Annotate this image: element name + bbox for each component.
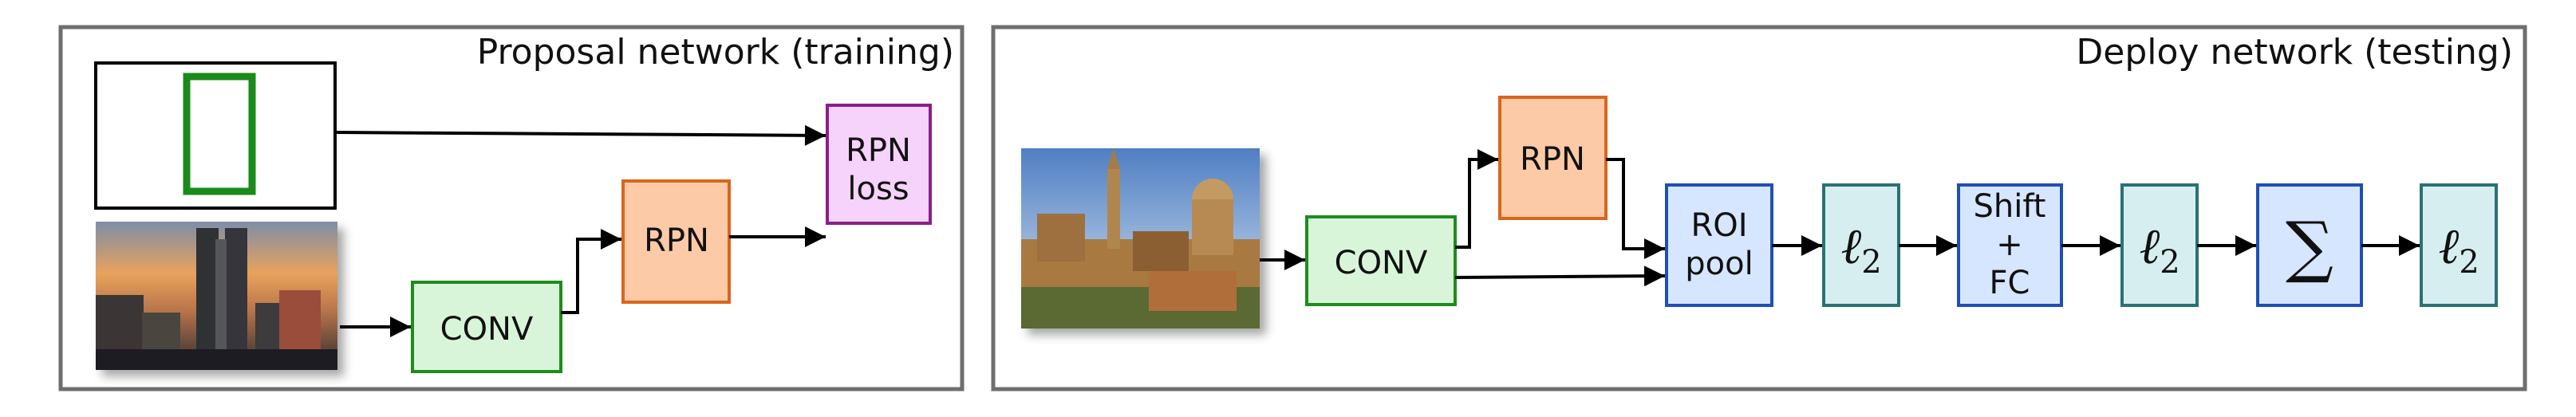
proposal-panel-title: Proposal network (training) bbox=[477, 32, 954, 73]
l2-norm-label-1: ℓ2 bbox=[1840, 217, 1881, 281]
arrow-conv-to-rpn bbox=[561, 229, 621, 314]
shift-fc-label-line2: + bbox=[1996, 226, 2023, 263]
roi-pool-label-line2: pool bbox=[1685, 246, 1753, 282]
l2-norm-box-1 bbox=[1822, 183, 1900, 307]
arrow-bbox-to-loss bbox=[334, 124, 826, 146]
conv-box-training bbox=[411, 281, 562, 373]
arrow-rpn-to-roi bbox=[1606, 158, 1665, 259]
shift-fc-label-line3: FC bbox=[1990, 265, 2030, 301]
arrow-conv-to-roi bbox=[1454, 266, 1666, 287]
testing-photo bbox=[1021, 148, 1260, 328]
sum-pool-label: ∑ bbox=[2286, 207, 2333, 285]
bbox-rectangle bbox=[183, 73, 256, 195]
conv-label-testing: CONV bbox=[1335, 245, 1428, 281]
conv-label-training: CONV bbox=[440, 311, 534, 348]
l2-norm-label-2: ℓ2 bbox=[2139, 217, 2180, 281]
rpn-label-testing: RPN bbox=[1520, 141, 1585, 178]
conv-box-testing bbox=[1305, 215, 1457, 306]
rpn-loss-label-line1: RPN bbox=[846, 132, 911, 169]
training-photo bbox=[96, 222, 337, 370]
rpn-box-training bbox=[621, 179, 731, 304]
roi-pool-label-line1: ROI bbox=[1690, 207, 1747, 244]
sum-pool-box bbox=[2256, 183, 2363, 307]
rpn-label-training: RPN bbox=[644, 222, 709, 259]
shift-fc-box bbox=[1957, 183, 2063, 307]
deploy-panel-title: Deploy network (testing) bbox=[2076, 32, 2513, 73]
l2-norm-label-3: ℓ2 bbox=[2438, 217, 2479, 281]
l2-norm-box-2 bbox=[2120, 183, 2199, 307]
shift-fc-label-line1: Shift bbox=[1974, 188, 2046, 225]
rpn-loss-box bbox=[826, 104, 932, 225]
l2-norm-box-3 bbox=[2420, 183, 2498, 307]
bbox-input-box bbox=[94, 61, 337, 210]
arrow-conv-to-rpn-testing bbox=[1455, 149, 1498, 249]
rpn-loss-label-line2: loss bbox=[847, 171, 909, 207]
roi-pool-box bbox=[1665, 183, 1773, 307]
